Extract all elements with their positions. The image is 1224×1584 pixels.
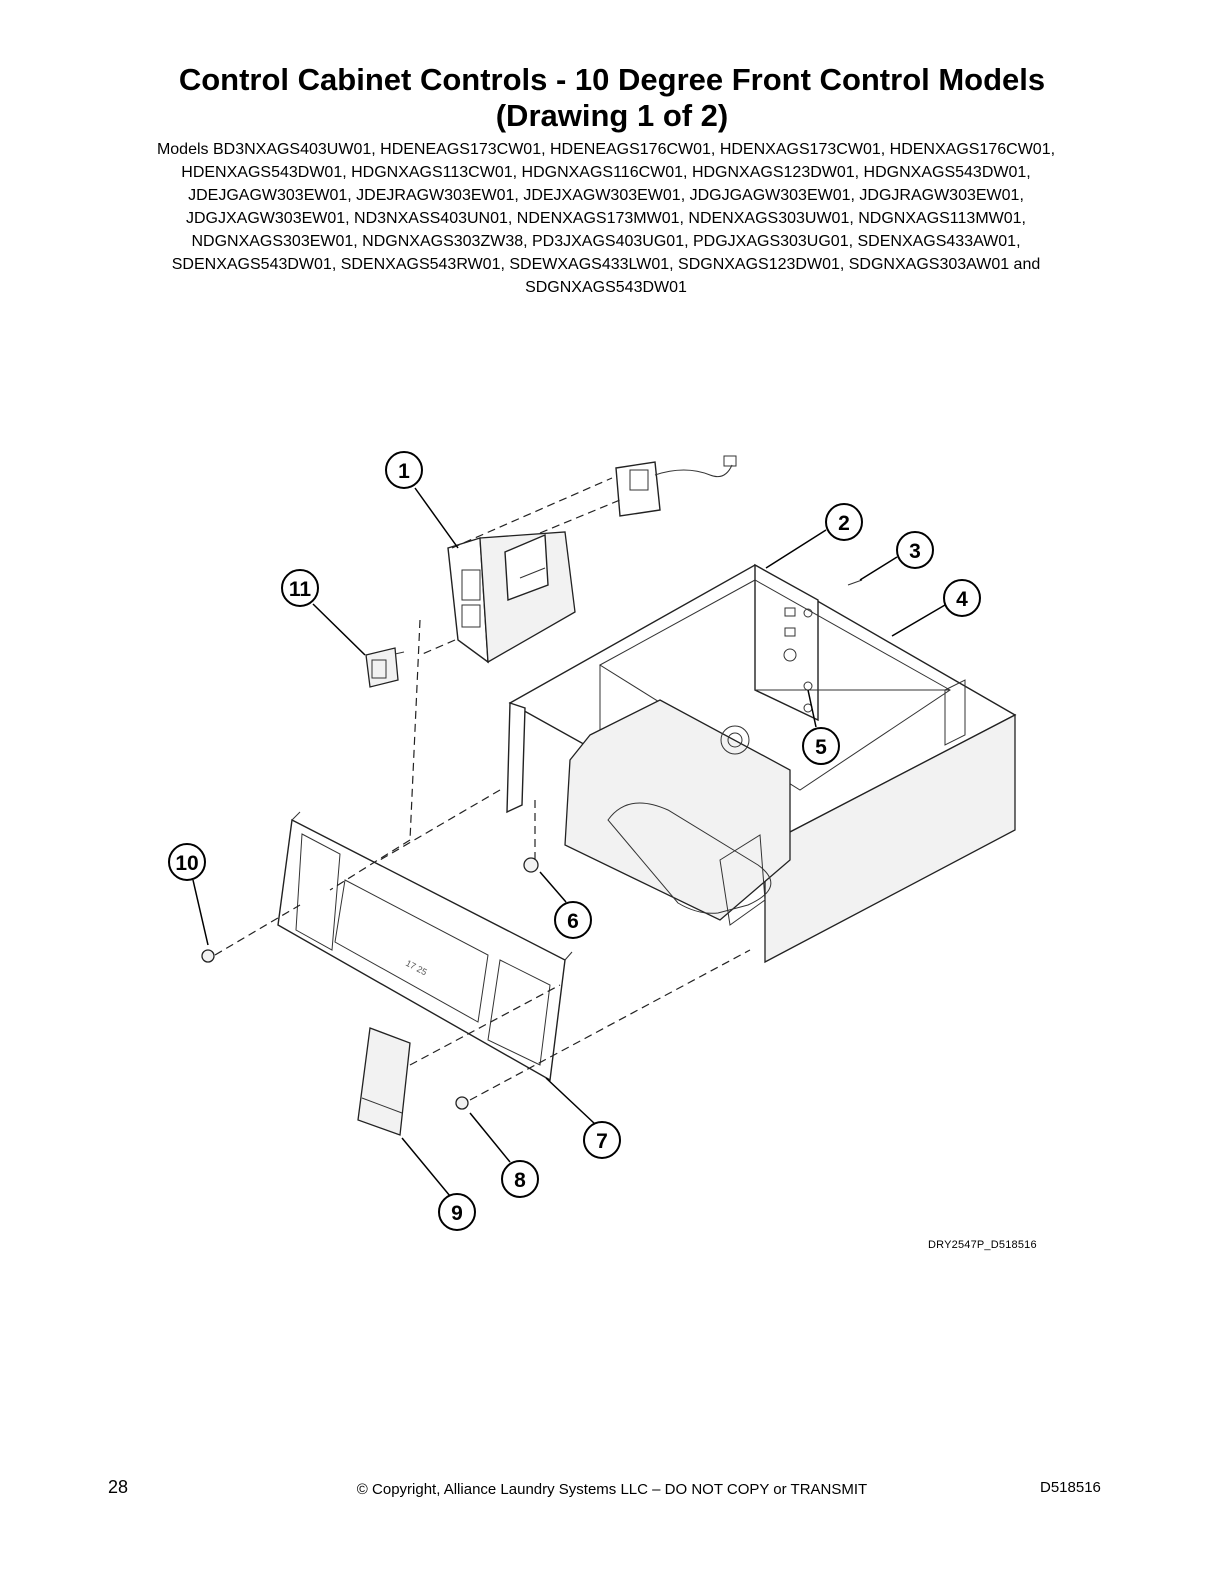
callout-7: 7 xyxy=(583,1121,621,1159)
control-cabinet xyxy=(506,563,1017,964)
callout-leaders xyxy=(192,487,946,1197)
callout-number: 7 xyxy=(596,1130,608,1153)
callout-number: 3 xyxy=(909,540,921,563)
models-line: SDGNXAGS543DW01 xyxy=(525,279,687,296)
callout-number: 10 xyxy=(175,852,198,875)
models-line: NDGNXAGS303EW01, NDGNXAGS303ZW38, PD3JXA… xyxy=(191,233,1021,250)
callout-10: 10 xyxy=(168,843,206,881)
callout-number: 2 xyxy=(838,512,850,535)
callout-5: 5 xyxy=(802,727,840,765)
callout-number: 9 xyxy=(451,1202,463,1225)
callout-8: 8 xyxy=(501,1160,539,1198)
document-number: D518516 xyxy=(1040,1479,1101,1496)
callout-6: 6 xyxy=(554,901,592,939)
callout-number: 6 xyxy=(567,910,579,933)
screw-part xyxy=(201,949,215,963)
models-line: SDENXAGS543DW01, SDENXAGS543RW01, SDEWXA… xyxy=(171,256,1041,273)
models-line: JDGJXAGW303EW01, ND3NXASS403UN01, NDENXA… xyxy=(186,210,1026,227)
callout-9: 9 xyxy=(438,1193,476,1231)
nut-part xyxy=(523,857,539,873)
models-line: HDENXAGS543DW01, HDGNXAGS113CW01, HDGNXA… xyxy=(181,164,1031,181)
drawing-id: DRY2547P_D518516 xyxy=(928,1239,1037,1251)
page-subtitle: (Drawing 1 of 2) xyxy=(495,98,729,133)
wire-harness xyxy=(615,455,737,517)
callout-4: 4 xyxy=(943,579,981,617)
copyright-notice: © Copyright, Alliance Laundry Systems LL… xyxy=(356,1481,868,1498)
models-line: JDEJGAGW303EW01, JDEJRAGW303EW01, JDEJXA… xyxy=(188,187,1024,204)
callout-number: 4 xyxy=(956,588,968,611)
page-title: Control Cabinet Controls - 10 Degree Fro… xyxy=(178,62,1046,97)
hardware-parts xyxy=(201,579,863,1110)
callout-number: 5 xyxy=(815,736,827,759)
page-number: 28 xyxy=(108,1477,129,1497)
rocker-switch xyxy=(365,647,405,688)
callout-1: 1 xyxy=(385,451,423,489)
callout-2: 2 xyxy=(825,503,863,541)
callout-11: 11 xyxy=(281,569,319,607)
callout-number: 8 xyxy=(514,1169,526,1192)
callout-number: 11 xyxy=(289,578,312,601)
callout-number: 1 xyxy=(398,460,410,483)
models-line: Models BD3NXAGS403UW01, HDENEAGS173CW01,… xyxy=(156,141,1056,158)
models-list: Models BD3NXAGS403UW01, HDENEAGS173CW01,… xyxy=(100,138,1112,299)
control-bracket xyxy=(447,531,576,664)
assembly-lines xyxy=(214,477,751,1101)
callout-3: 3 xyxy=(896,531,934,569)
panel-overlay xyxy=(357,1027,411,1136)
front-control-panel: 17 25 xyxy=(277,811,573,1082)
screw-part xyxy=(455,1096,469,1110)
